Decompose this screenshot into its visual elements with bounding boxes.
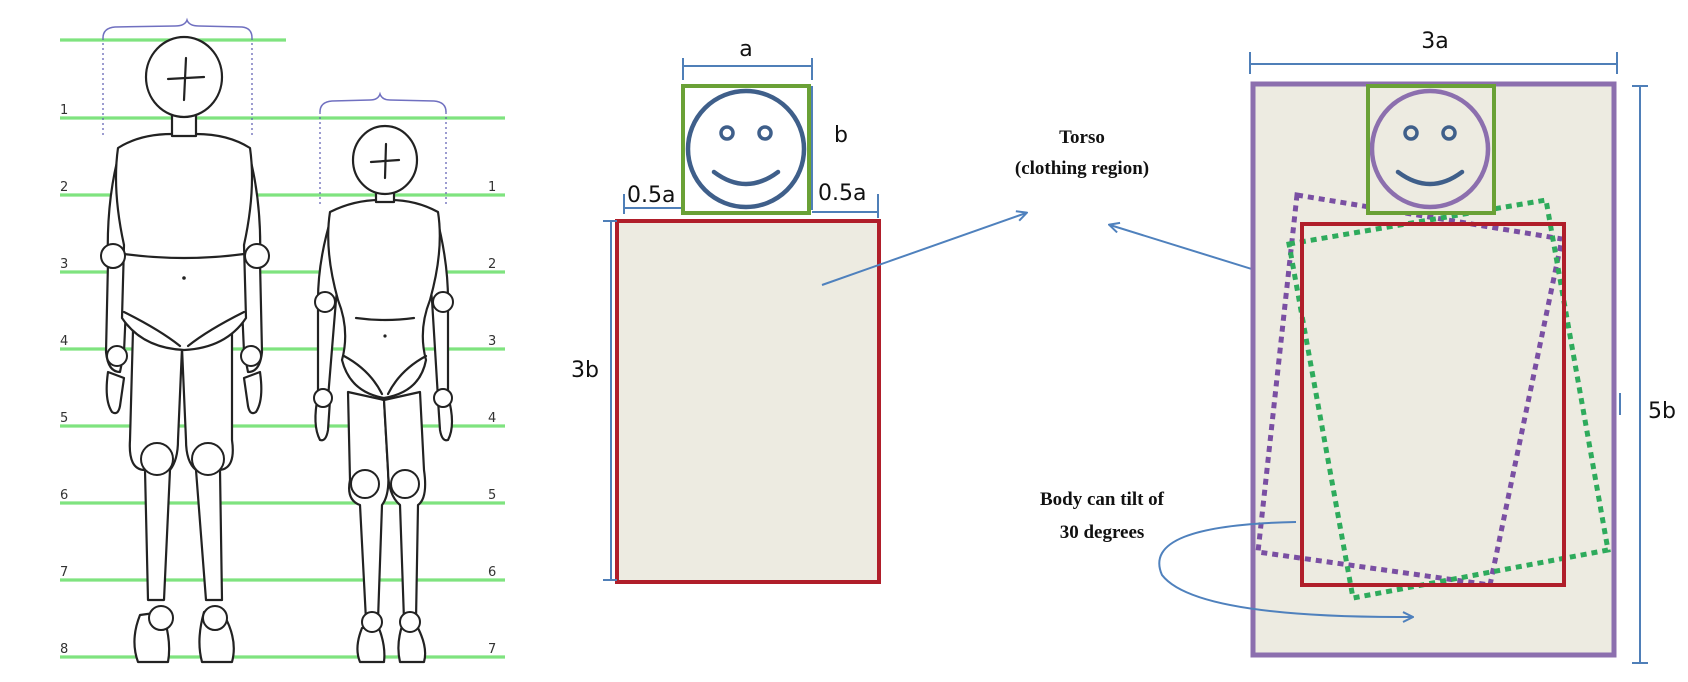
- guide-number: 4: [488, 411, 496, 426]
- smiley-face-icon: [1369, 88, 1491, 210]
- man-guide-numbers: 1 2 3 4 5 6 7 8: [60, 103, 68, 657]
- guide-number: 3: [60, 257, 68, 272]
- guide-number: 1: [488, 180, 496, 195]
- rotation-arrow: [1158, 521, 1412, 617]
- proportion-figures: 1 2 3 4 5 6 7 8 1 2 3 4 5 6 7: [60, 17, 505, 664]
- torso-label-line1: Torso: [1059, 127, 1105, 148]
- head-height-label: b: [834, 123, 848, 148]
- outer-width-label: 3a: [1421, 29, 1448, 54]
- tilt-label-box: [1010, 484, 1200, 550]
- left-margin-label: 0.5a: [627, 183, 675, 208]
- right-diagram: 3a 5b: [1158, 29, 1676, 664]
- guide-number: 6: [60, 488, 68, 503]
- guide-number: 5: [60, 411, 68, 426]
- guide-number: 5: [488, 488, 496, 503]
- head-width-label: a: [739, 37, 752, 62]
- torso-height-label: 3b: [571, 358, 599, 383]
- guide-number: 2: [488, 257, 496, 272]
- middle-diagram: a b 0.5a 0.5a 3b: [571, 37, 881, 584]
- outer-height-label: 5b: [1648, 399, 1676, 424]
- torso-rectangle: [615, 219, 881, 584]
- guide-number: 3: [488, 334, 496, 349]
- woman-figure: [313, 124, 454, 664]
- guide-number: 2: [60, 180, 68, 195]
- torso-arrow-left: [821, 213, 1026, 286]
- man-figure: [100, 35, 270, 664]
- guide-number: 1: [60, 103, 68, 118]
- guide-number: 6: [488, 565, 496, 580]
- guide-number: 7: [488, 642, 496, 657]
- tilt-label-line2: 30 degrees: [1060, 522, 1145, 543]
- tilted-green-rectangle: [1286, 197, 1611, 601]
- tilt-label-line1: Body can tilt of: [1040, 489, 1165, 510]
- guide-number: 4: [60, 334, 68, 349]
- annotations: Torso (clothing region) Body can tilt of…: [821, 125, 1346, 550]
- guide-number: 8: [60, 642, 68, 657]
- torso-label-line2: (clothing region): [1015, 158, 1149, 179]
- guide-number: 7: [60, 565, 68, 580]
- woman-guide-numbers: 1 2 3 4 5 6 7: [488, 180, 496, 657]
- head-width-bracket: [319, 91, 447, 113]
- head-width-bracket: [102, 17, 253, 39]
- smiley-face-icon: [685, 88, 807, 210]
- torso-label-box: [972, 125, 1194, 207]
- right-margin-label: 0.5a: [818, 181, 866, 206]
- torso-rectangle-right: [1300, 222, 1566, 587]
